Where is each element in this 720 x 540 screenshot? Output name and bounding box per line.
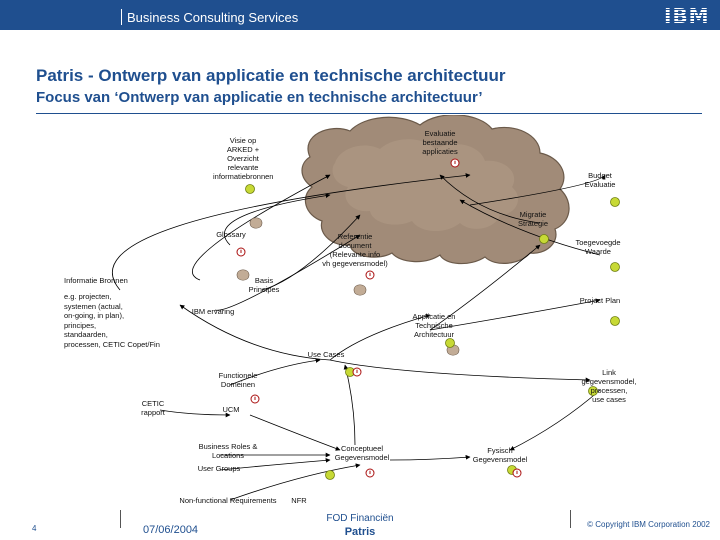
connector-arrow: [329, 359, 591, 383]
connector-arrow: [249, 414, 341, 451]
connector-arrow: [179, 304, 331, 361]
node-use-cases: Use Cases: [307, 350, 345, 359]
connector-arrow: [224, 193, 331, 246]
connector-arrow: [261, 214, 361, 291]
node-applicatie: Applicatie en Technische Architectuur: [412, 312, 456, 339]
status-bullets: [236, 158, 620, 480]
input-blob: [249, 217, 263, 229]
footer-divider-right: [570, 510, 571, 528]
connector-arrow: [159, 409, 231, 418]
footer-organization: FOD Financiën: [326, 513, 394, 524]
node-conceptueel: Conceptueel Gegevensmodel: [334, 444, 390, 462]
footer-divider-left: [120, 510, 121, 528]
node-fysisch: Fysisch Gegevensmodel: [472, 446, 528, 464]
footer-copyright: © Copyright IBM Corporation 2002: [587, 520, 710, 529]
connector-arrow: [469, 174, 606, 206]
status-dot: [245, 184, 255, 194]
status-dot: [610, 262, 620, 272]
header-title: Business Consulting Services: [127, 10, 299, 25]
node-functionele: Functionele Domeinen: [218, 371, 258, 389]
node-evaluatie: Evaluatie bestaande applicaties: [422, 129, 458, 156]
node-nfr: NFR: [291, 496, 307, 505]
node-informatie: Informatie Bronnen: [64, 276, 128, 285]
arrows: [111, 173, 606, 501]
focus-cloud: [301, 115, 570, 265]
focus-cloud-highlight: [332, 139, 519, 232]
node-project-plan: Project Plan: [579, 296, 621, 305]
node-budget: Budget Evaluatie: [584, 171, 616, 189]
diagram-canvas: [111, 115, 620, 501]
title-rule: [36, 113, 702, 114]
connector-arrow: [329, 313, 431, 361]
connector-arrow: [429, 244, 541, 331]
connector-arrow: [219, 457, 331, 471]
header-bar: Business Consulting Services IBM: [0, 0, 720, 30]
node-informatie-detail: e.g. projecten, systemen (actual, on-goi…: [64, 292, 160, 349]
connector-arrow: [229, 463, 361, 501]
connector-arrow: [229, 358, 321, 386]
node-migratie: Migratie Strategie: [517, 210, 549, 228]
node-user-groups: User Groups: [197, 464, 241, 473]
slide-title: Patris - Ontwerp van applicatie en techn…: [36, 66, 506, 85]
node-toegevoegde: Toegevoegde Waarde: [575, 238, 621, 256]
input-blob: [236, 269, 250, 281]
node-cetic: CETIC rapport: [141, 399, 165, 417]
status-dot: [588, 386, 598, 396]
ibm-logo: IBM: [664, 4, 710, 28]
node-glossary: Glossary: [216, 230, 246, 239]
status-dot: [610, 197, 620, 207]
connector-arrow: [343, 364, 356, 446]
connector-arrow: [459, 199, 601, 256]
architecture-diagram: Visie op ARKED + Overzicht relevante inf…: [0, 115, 720, 510]
node-business-roles: Business Roles & Locations: [198, 442, 258, 460]
status-dot: [445, 338, 455, 348]
status-dot: [325, 470, 335, 480]
node-visie: Visie op ARKED + Overzicht relevante inf…: [213, 136, 274, 181]
page-number: 4: [32, 524, 37, 533]
input-blob: [353, 284, 367, 296]
slide-subtitle: Focus van ‘Ontwerp van applicatie en tec…: [36, 89, 483, 106]
connector-arrow: [439, 174, 541, 224]
connector-arrow: [111, 173, 471, 291]
node-nfr-requirements: Non-functional Requirements: [179, 496, 277, 505]
node-basis: Basis Principes: [248, 276, 280, 294]
node-referentie: Referentie document (Relevante info vh g…: [322, 232, 388, 268]
header-divider: [121, 9, 122, 25]
connector-arrow: [214, 234, 361, 311]
connector-arrow: [509, 389, 601, 451]
connector-arrow: [429, 298, 601, 331]
node-ibm-ervaring: IBM ervaring: [191, 307, 235, 316]
connector-arrow: [192, 174, 331, 281]
connector-arrow: [389, 454, 471, 461]
status-dot: [539, 234, 549, 244]
status-dot: [610, 316, 620, 326]
footer-project: Patris: [344, 526, 376, 538]
node-ucm: UCM: [222, 405, 240, 414]
node-link: Link gegevensmodel, processen, use cases: [581, 368, 637, 404]
footer-date: 07/06/2004: [143, 524, 199, 536]
